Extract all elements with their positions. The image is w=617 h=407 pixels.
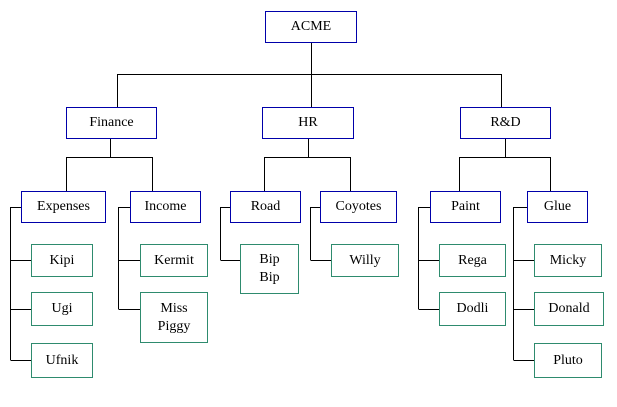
node-member-ufnik: Ufnik xyxy=(31,343,93,378)
node-member-miss-piggy: Miss Piggy xyxy=(140,292,208,343)
node-member-dodli: Dodli xyxy=(439,292,506,326)
node-team-coyotes: Coyotes xyxy=(320,191,397,223)
node-member-micky: Micky xyxy=(534,244,602,277)
node-team-road: Road xyxy=(230,191,301,223)
node-team-paint: Paint xyxy=(430,191,501,223)
node-member-pluto: Pluto xyxy=(534,343,602,378)
node-member-kermit: Kermit xyxy=(140,244,208,277)
node-department-finance: Finance xyxy=(66,107,157,139)
node-member-willy: Willy xyxy=(331,244,399,277)
node-department-rnd: R&D xyxy=(460,107,551,139)
node-root: ACME xyxy=(265,11,357,43)
node-member-rega: Rega xyxy=(439,244,506,277)
node-member-kipi: Kipi xyxy=(31,244,93,277)
node-department-hr: HR xyxy=(262,107,354,139)
node-member-ugi: Ugi xyxy=(31,292,93,326)
node-member-bip-bip: Bip Bip xyxy=(240,244,299,294)
node-team-income: Income xyxy=(130,191,201,223)
node-team-glue: Glue xyxy=(527,191,588,223)
node-member-donald: Donald xyxy=(534,292,604,326)
node-team-expenses: Expenses xyxy=(21,191,106,223)
member-label: Bip Bip xyxy=(259,252,280,285)
member-label: Miss Piggy xyxy=(157,300,191,334)
